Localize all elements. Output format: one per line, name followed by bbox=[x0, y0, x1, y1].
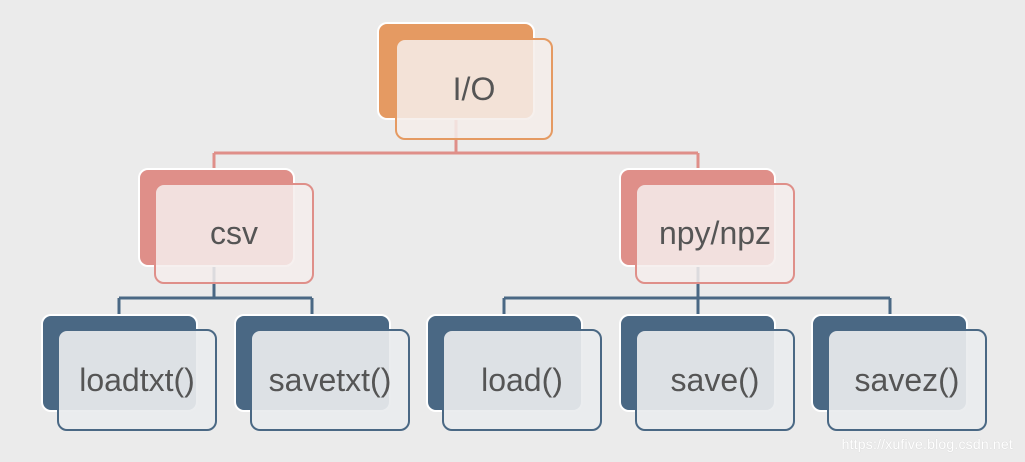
node-savez-label: savez() bbox=[854, 361, 960, 398]
node-savetxt-front-card: savetxt() bbox=[250, 329, 410, 431]
node-io-label: I/O bbox=[452, 70, 496, 107]
node-save-label: save() bbox=[670, 361, 760, 398]
node-savez-front-card: savez() bbox=[827, 329, 987, 431]
node-save-front-card: save() bbox=[635, 329, 795, 431]
node-savetxt-label: savetxt() bbox=[268, 361, 392, 398]
node-io-front-card: I/O bbox=[395, 38, 553, 140]
node-npy-npz-front-card: npy/npz bbox=[635, 183, 795, 284]
node-loadtxt-label: loadtxt() bbox=[79, 361, 195, 398]
node-load-label: load() bbox=[481, 361, 563, 398]
node-csv-front-card: csv bbox=[154, 183, 314, 284]
node-load-front-card: load() bbox=[442, 329, 602, 431]
node-npy-npz-label: npy/npz bbox=[658, 215, 772, 251]
node-loadtxt-front-card: loadtxt() bbox=[57, 329, 217, 431]
watermark-text: https://xufive.blog.csdn.net bbox=[841, 436, 1013, 452]
node-csv-label: csv bbox=[210, 215, 258, 251]
